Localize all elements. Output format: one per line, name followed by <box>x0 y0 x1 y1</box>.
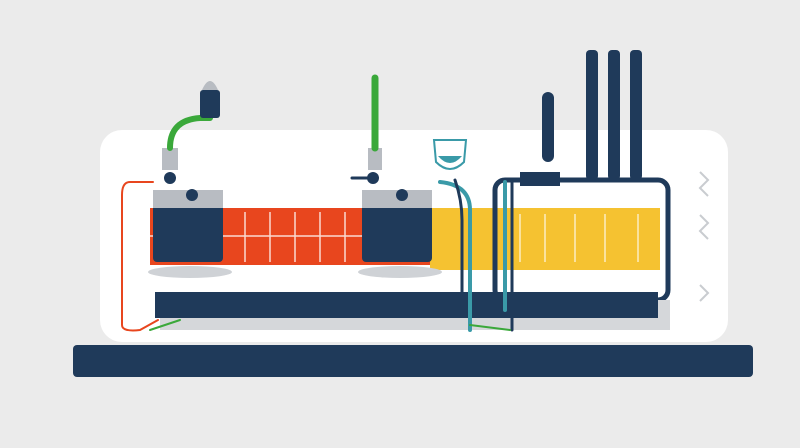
plug-icon <box>200 81 220 118</box>
cables <box>121 74 514 332</box>
zigzag-decoration <box>698 171 710 302</box>
inner-navy-bar <box>155 292 658 318</box>
battery-left <box>148 148 232 278</box>
vertical-pipes <box>542 50 642 180</box>
base-navy-bar <box>73 345 753 377</box>
yellow-solar-strip <box>430 208 660 270</box>
shield-icon <box>432 139 468 170</box>
connector-bar <box>520 172 560 186</box>
battery-right <box>358 148 442 278</box>
